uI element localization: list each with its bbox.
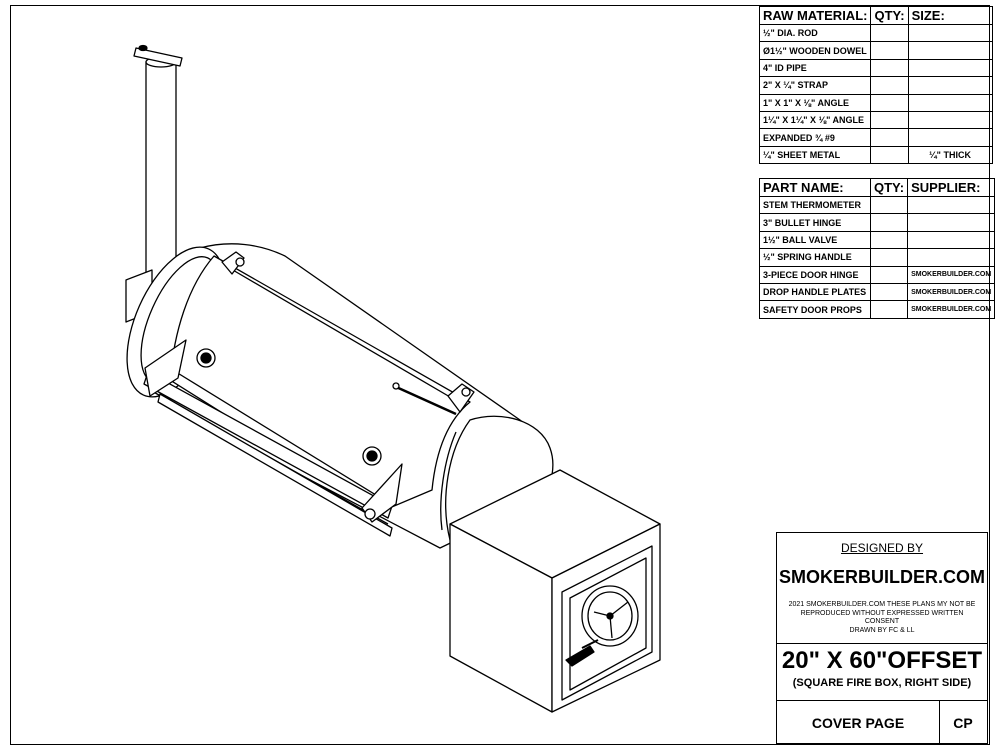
part-supplier xyxy=(907,195,996,215)
raw-material-qty xyxy=(870,93,909,112)
smoker-drawing xyxy=(125,44,661,713)
part-qty xyxy=(869,195,909,215)
parts-header-name: PART NAME: xyxy=(759,178,871,197)
thermometer-lower xyxy=(362,446,382,466)
air-damper xyxy=(581,585,639,647)
raw-material-table: RAW MATERIAL: QTY: SIZE: ½" DIA. ROD Ø1½… xyxy=(758,6,993,165)
raw-material-qty xyxy=(870,110,909,130)
notice-line-2: REPRODUCED WITHOUT EXPRESSED WRITTEN CON… xyxy=(800,609,964,626)
drawing-title: 20" X 60"OFFSET xyxy=(781,647,983,674)
raw-material-row: ¼" SHEET METAL ¼" THICK xyxy=(758,145,993,165)
part-qty xyxy=(869,248,909,267)
company-name: SMOKERBUILDER.COM xyxy=(779,567,985,587)
page-code-divider xyxy=(939,700,940,745)
raw-material-size xyxy=(907,58,993,78)
thermometer-upper xyxy=(196,348,216,368)
page-name: COVER PAGE xyxy=(811,715,905,731)
raw-material-qty xyxy=(870,76,909,95)
raw-material-row: 4" ID PIPE xyxy=(758,58,993,78)
title-divider xyxy=(777,643,987,644)
raw-material-header: RAW MATERIAL: QTY: SIZE: xyxy=(758,6,993,25)
raw-material-qty xyxy=(870,145,909,165)
title-block: DESIGNED BY SMOKERBUILDER.COM 2021 SMOKE… xyxy=(776,532,988,745)
parts-header-qty: QTY: xyxy=(869,178,909,197)
part-supplier: SMOKERBUILDER.COM xyxy=(907,265,996,284)
parts-row: STEM THERMOMETER xyxy=(759,195,996,215)
raw-material-row: EXPANDED ¾ #9 xyxy=(758,128,993,147)
part-name: SAFETY DOOR PROPS xyxy=(759,300,871,319)
raw-material-name: EXPANDED ¾ #9 xyxy=(758,128,872,147)
part-supplier xyxy=(907,213,996,232)
raw-material-name: ½" DIA. ROD xyxy=(758,23,872,43)
part-name: 3" BULLET HINGE xyxy=(759,213,871,232)
door-hinge-rod xyxy=(393,384,457,416)
notice-line-3: DRAWN BY FC & LL xyxy=(849,626,915,634)
door-bracket-left-bottom xyxy=(144,339,187,397)
raw-material-row: 1¼" X 1¼" X ⅛" ANGLE xyxy=(758,110,993,130)
door-bracket-left-top xyxy=(221,251,245,275)
part-name: DROP HANDLE PLATES xyxy=(759,282,871,302)
part-qty xyxy=(869,213,909,232)
drawing-frame xyxy=(10,5,990,745)
part-name: 1½" BALL VALVE xyxy=(759,230,871,250)
part-name: STEM THERMOMETER xyxy=(759,195,871,215)
part-qty xyxy=(869,265,909,284)
raw-material-name: Ø1½" WOODEN DOWEL xyxy=(758,41,872,60)
raw-material-row: ½" DIA. ROD xyxy=(758,23,993,43)
raw-material-name: ¼" SHEET METAL xyxy=(758,145,872,165)
raw-material-qty xyxy=(870,58,909,78)
raw-material-name: 1¼" X 1¼" X ⅛" ANGLE xyxy=(758,110,872,130)
part-qty xyxy=(869,282,909,302)
raw-material-header-name: RAW MATERIAL: xyxy=(758,6,872,25)
raw-material-size xyxy=(907,76,993,95)
part-supplier xyxy=(907,230,996,250)
parts-row: 1½" BALL VALVE xyxy=(759,230,996,250)
designed-by-label: DESIGNED BY xyxy=(840,541,924,555)
part-qty xyxy=(869,230,909,250)
page-code: CP xyxy=(953,715,973,731)
raw-material-size xyxy=(907,110,993,130)
notice-line-1: 2021 SMOKERBUILDER.COM THESE PLANS MY NO… xyxy=(788,601,976,608)
raw-material-header-size: SIZE: xyxy=(907,6,993,25)
raw-material-name: 1" X 1" X ⅛" ANGLE xyxy=(758,93,872,112)
drawing-subtitle: (SQUARE FIRE BOX, RIGHT SIDE) xyxy=(792,677,972,689)
part-name: ½" SPRING HANDLE xyxy=(759,248,871,267)
raw-material-size xyxy=(907,23,993,43)
front-rail xyxy=(143,371,393,519)
parts-table: PART NAME: QTY: SUPPLIER: STEM THERMOMET… xyxy=(759,178,996,319)
raw-material-size xyxy=(907,93,993,112)
parts-row: 3" BULLET HINGE xyxy=(759,213,996,232)
parts-header-supplier: SUPPLIER: xyxy=(907,178,996,197)
parts-row: ½" SPRING HANDLE xyxy=(759,248,996,267)
part-supplier xyxy=(907,248,996,267)
raw-material-qty xyxy=(870,128,909,147)
raw-material-qty xyxy=(870,23,909,43)
raw-material-qty xyxy=(870,41,909,60)
part-supplier: SMOKERBUILDER.COM xyxy=(907,300,996,319)
chimney-stack xyxy=(133,44,183,293)
part-name: 3-PIECE DOOR HINGE xyxy=(759,265,871,284)
page-divider xyxy=(777,700,987,701)
raw-material-name: 4" ID PIPE xyxy=(758,58,872,78)
part-qty xyxy=(869,300,909,319)
parts-header: PART NAME: QTY: SUPPLIER: xyxy=(759,178,996,197)
raw-material-row: 2" X ¼" STRAP xyxy=(758,76,993,95)
raw-material-row: Ø1½" WOODEN DOWEL xyxy=(758,41,993,60)
firebox-latch xyxy=(565,645,595,667)
raw-material-header-qty: QTY: xyxy=(870,6,909,25)
raw-material-size xyxy=(907,128,993,147)
copyright-notice: 2021 SMOKERBUILDER.COM THESE PLANS MY NO… xyxy=(783,601,981,635)
raw-material-name: 2" X ¼" STRAP xyxy=(758,76,872,95)
parts-row: DROP HANDLE PLATES SMOKERBUILDER.COM xyxy=(759,282,996,302)
raw-material-size: ¼" THICK xyxy=(907,145,993,165)
parts-row: 3-PIECE DOOR HINGE SMOKERBUILDER.COM xyxy=(759,265,996,284)
raw-material-size xyxy=(907,41,993,60)
parts-row: SAFETY DOOR PROPS SMOKERBUILDER.COM xyxy=(759,300,996,319)
part-supplier: SMOKERBUILDER.COM xyxy=(907,282,996,302)
raw-material-row: 1" X 1" X ⅛" ANGLE xyxy=(758,93,993,112)
